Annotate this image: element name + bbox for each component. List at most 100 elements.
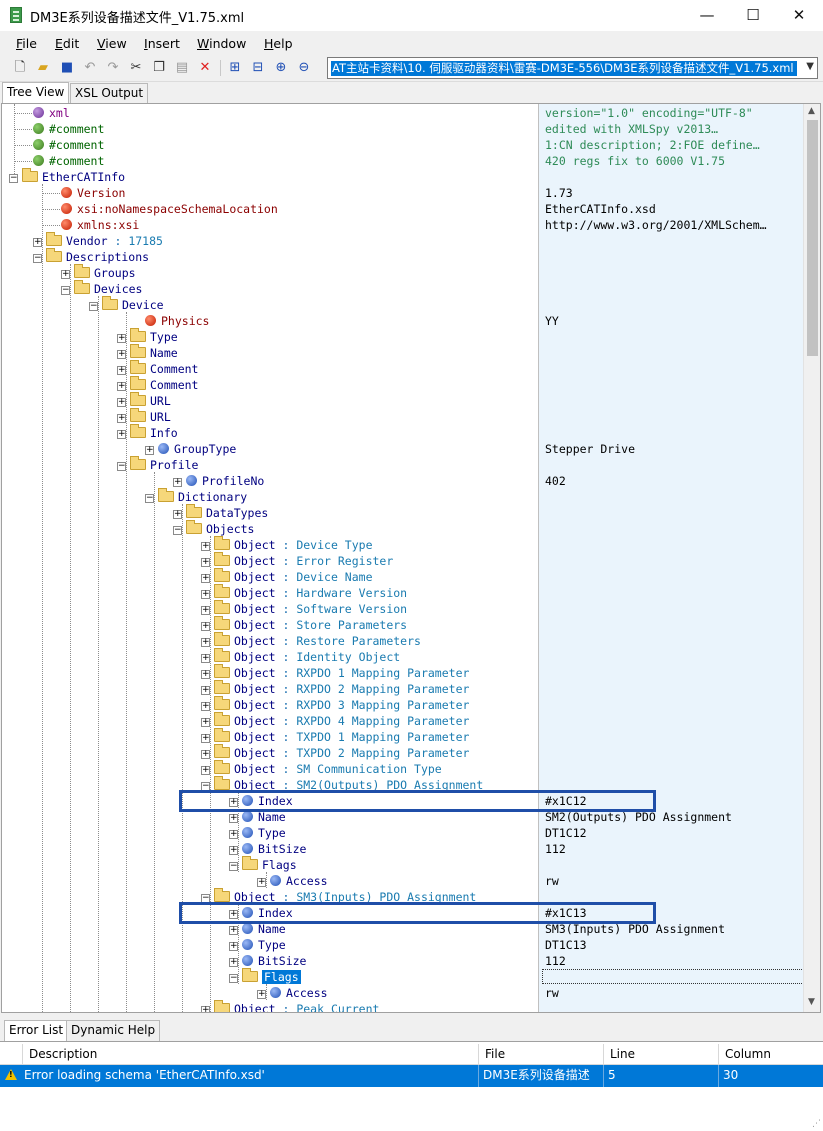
tree-node[interactable]: −Object : SM2(Outputs) PDO Assignment bbox=[2, 776, 802, 793]
chevron-down-icon[interactable]: ▼ bbox=[806, 61, 814, 72]
tree-node-key[interactable]: −Objects bbox=[173, 520, 254, 537]
collapse-icon[interactable]: − bbox=[229, 861, 238, 871]
tree-node-key[interactable]: #comment bbox=[33, 153, 104, 169]
maximize-button[interactable]: ☐ bbox=[746, 6, 760, 24]
node-value[interactable]: 402 bbox=[545, 474, 566, 488]
tree-node-key[interactable]: +Object : Software Version bbox=[201, 600, 407, 617]
expand-icon[interactable]: + bbox=[33, 237, 42, 247]
tree-node[interactable]: +Object : Device Name bbox=[2, 568, 802, 585]
expand-icon[interactable]: + bbox=[201, 557, 210, 567]
node-value[interactable]: Stepper Drive bbox=[545, 442, 636, 456]
node-value[interactable]: http://www.w3.org/2001/XMLSchem… bbox=[545, 218, 767, 232]
tree-node[interactable]: +Index#x1C13 bbox=[2, 905, 802, 921]
collapse-icon[interactable]: − bbox=[117, 461, 126, 471]
tree-node[interactable]: +Object : Restore Parameters bbox=[2, 632, 802, 649]
tree-node-key[interactable]: −Flags bbox=[229, 856, 297, 873]
tree-node-key[interactable]: +GroupType bbox=[145, 441, 236, 457]
tree-node-key[interactable]: −Profile bbox=[117, 456, 198, 473]
tree-node[interactable]: −Device bbox=[2, 296, 802, 313]
expand-icon[interactable]: + bbox=[257, 989, 266, 999]
expand-icon[interactable]: + bbox=[229, 925, 238, 935]
expand-all-icon[interactable]: ⊕ bbox=[275, 60, 287, 75]
expand-icon[interactable]: + bbox=[117, 397, 126, 407]
tree-node[interactable]: +Object : RXPDO 3 Mapping Parameter bbox=[2, 696, 802, 713]
node-value[interactable] bbox=[542, 969, 804, 984]
expand-icon[interactable]: + bbox=[201, 669, 210, 679]
collapse-icon[interactable]: ⊟ bbox=[252, 60, 264, 75]
tree-node-key[interactable]: +Type bbox=[229, 937, 286, 953]
expand-icon[interactable]: + bbox=[229, 957, 238, 967]
expand-icon[interactable]: + bbox=[201, 653, 210, 663]
tree-node-key[interactable]: +Object : Store Parameters bbox=[201, 616, 407, 633]
expand-icon[interactable]: + bbox=[145, 445, 154, 455]
collapse-icon[interactable]: − bbox=[229, 973, 238, 983]
tree-node-key[interactable]: +Object : TXPDO 2 Mapping Parameter bbox=[201, 744, 469, 761]
tree-node[interactable]: +Index#x1C12 bbox=[2, 793, 802, 809]
tree-node[interactable]: −EtherCATInfo bbox=[2, 168, 802, 185]
error-row[interactable]: Error loading schema 'EtherCATInfo.xsd' … bbox=[0, 1065, 823, 1087]
tree-node-key[interactable]: xsi:noNamespaceSchemaLocation bbox=[61, 201, 278, 217]
open-icon[interactable]: ▰ bbox=[38, 60, 48, 75]
tree-node-key[interactable]: −Devices bbox=[61, 280, 142, 297]
menu-help[interactable]: Help bbox=[264, 36, 293, 51]
tree-node-key[interactable]: −Flags bbox=[229, 968, 301, 985]
tree-node-key[interactable]: −Dictionary bbox=[145, 488, 247, 505]
tree-node-key[interactable]: +Groups bbox=[61, 264, 136, 281]
expand-icon[interactable]: + bbox=[117, 349, 126, 359]
collapse-icon[interactable]: − bbox=[9, 173, 18, 183]
tree-node[interactable]: +Object : TXPDO 2 Mapping Parameter bbox=[2, 744, 802, 761]
tree-node-key[interactable]: −Descriptions bbox=[33, 248, 149, 265]
tree-node[interactable]: +GroupType Stepper Drive bbox=[2, 441, 802, 457]
node-value[interactable]: #x1C12 bbox=[545, 794, 587, 808]
expand-icon[interactable]: + bbox=[117, 381, 126, 391]
delete-icon[interactable]: ✕ bbox=[199, 60, 211, 75]
tree-node-key[interactable]: +Object : Identity Object bbox=[201, 648, 400, 665]
node-value[interactable]: 112 bbox=[545, 842, 566, 856]
tree-node-key[interactable]: +URL bbox=[117, 392, 171, 409]
tree-node-key[interactable]: +Type bbox=[117, 328, 178, 345]
tree-node[interactable]: −Dictionary bbox=[2, 488, 802, 505]
node-value[interactable]: DT1C13 bbox=[545, 938, 587, 952]
node-value[interactable]: SM3(Inputs) PDO Assignment bbox=[545, 922, 726, 936]
tree-node-key[interactable]: +Object : RXPDO 4 Mapping Parameter bbox=[201, 712, 469, 729]
tree-node-key[interactable]: +Access bbox=[257, 985, 328, 1001]
menu-view[interactable]: View bbox=[97, 36, 127, 51]
expand-icon[interactable]: + bbox=[201, 589, 210, 599]
file-path-combobox[interactable]: AT主站卡资料\10. 伺服驱动器资料\雷赛-DM3E-556\DM3E系列设备… bbox=[327, 57, 818, 79]
tree-node-key[interactable]: +Index bbox=[229, 905, 293, 921]
expand-icon[interactable]: + bbox=[117, 333, 126, 343]
collapse-all-icon[interactable]: ⊖ bbox=[298, 60, 310, 75]
tree-node-key[interactable]: +Object : TXPDO 1 Mapping Parameter bbox=[201, 728, 469, 745]
tree-node-key[interactable]: +Type bbox=[229, 825, 286, 841]
tree-node-key[interactable]: +Object : Restore Parameters bbox=[201, 632, 421, 649]
tree-node-key[interactable]: xmlns:xsi bbox=[61, 217, 139, 233]
tree-node-key[interactable]: +Object : Peak Current bbox=[201, 1000, 379, 1012]
tab-dynamic-help[interactable]: Dynamic Help bbox=[66, 1020, 161, 1041]
tree-node-key[interactable]: Physics bbox=[145, 313, 209, 329]
undo-icon[interactable]: ↶ bbox=[84, 60, 96, 75]
tree-node-key[interactable]: +Object : Hardware Version bbox=[201, 584, 407, 601]
tree-node[interactable]: +Object : Device Type bbox=[2, 536, 802, 553]
tree-node-key[interactable]: +Name bbox=[229, 809, 286, 825]
node-value[interactable]: EtherCATInfo.xsd bbox=[545, 202, 656, 216]
tree-node-key[interactable]: −Object : SM3(Inputs) PDO Assignment bbox=[201, 888, 476, 905]
new-icon[interactable]: 🗋 bbox=[14, 60, 26, 75]
expand-icon[interactable]: + bbox=[201, 573, 210, 583]
expand-icon[interactable]: + bbox=[117, 413, 126, 423]
minimize-button[interactable]: — bbox=[699, 6, 715, 24]
tree-node-key[interactable]: +Access bbox=[257, 873, 328, 889]
tree-node[interactable]: +Object : RXPDO 1 Mapping Parameter bbox=[2, 664, 802, 681]
copy-icon[interactable]: ❐ bbox=[153, 60, 165, 75]
tree-node[interactable]: xsi:noNamespaceSchemaLocation EtherCATInf… bbox=[2, 201, 802, 217]
tree-node[interactable]: +Object : RXPDO 2 Mapping Parameter bbox=[2, 680, 802, 697]
expand-icon[interactable]: ⊞ bbox=[229, 60, 241, 75]
tree-node[interactable]: +Type bbox=[2, 328, 802, 345]
expand-icon[interactable]: + bbox=[229, 829, 238, 839]
tree-node[interactable]: +Object : RXPDO 4 Mapping Parameter bbox=[2, 712, 802, 729]
